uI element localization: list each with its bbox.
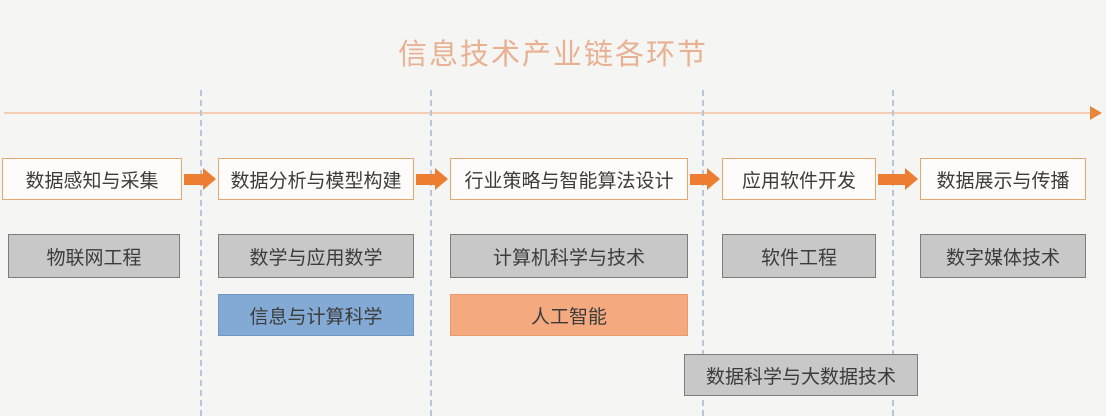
stage-box-2[interactable]: 数据分析与模型构建: [218, 158, 414, 200]
major-box-information-computing-science[interactable]: 信息与计算科学: [218, 294, 414, 336]
stage-box-1[interactable]: 数据感知与采集: [2, 158, 182, 200]
flow-arrow-4-icon: [878, 168, 918, 190]
stage-divider-2: [430, 90, 432, 416]
major-box-software-engineering[interactable]: 软件工程: [722, 234, 876, 278]
major-box-digital-media[interactable]: 数字媒体技术: [920, 234, 1086, 278]
major-box-artificial-intelligence[interactable]: 人工智能: [450, 294, 688, 336]
flow-arrow-3-icon: [690, 168, 720, 190]
flow-arrow-1-icon: [184, 168, 216, 190]
timeline-axis: [4, 112, 1092, 114]
timeline-arrowhead-icon: [1090, 106, 1102, 120]
stage-box-5[interactable]: 数据展示与传播: [920, 158, 1086, 200]
stage-divider-3: [702, 90, 704, 416]
major-box-computer-science[interactable]: 计算机科学与技术: [450, 234, 688, 278]
stage-box-3[interactable]: 行业策略与智能算法设计: [450, 158, 688, 200]
major-box-math-applied-math[interactable]: 数学与应用数学: [218, 234, 414, 278]
major-box-iot-engineering[interactable]: 物联网工程: [8, 234, 180, 278]
stage-divider-4: [892, 90, 894, 416]
major-box-data-science-big-data[interactable]: 数据科学与大数据技术: [684, 354, 918, 396]
stage-box-4[interactable]: 应用软件开发: [722, 158, 876, 200]
flow-arrow-2-icon: [416, 168, 448, 190]
stage-divider-1: [200, 90, 202, 416]
page-title: 信息技术产业链各环节: [397, 39, 708, 71]
